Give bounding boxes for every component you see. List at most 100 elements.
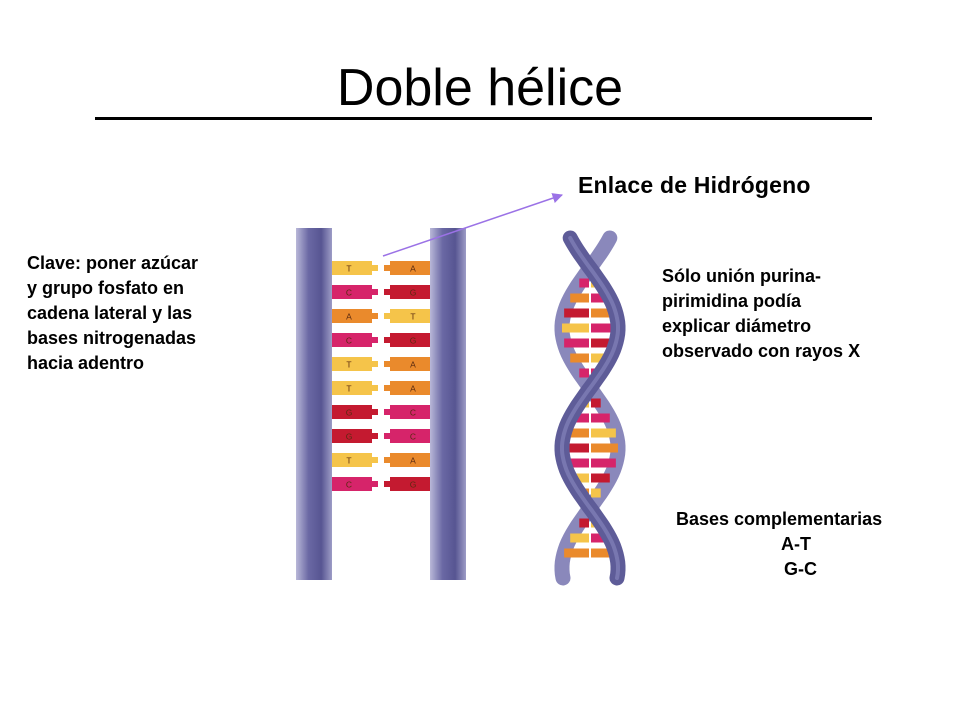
helix-base (570, 293, 589, 303)
slide-title: Doble hélice (336, 59, 624, 117)
complementary-bases: Bases complementarias A-T G-C (676, 507, 960, 582)
base-letter-left: A (346, 312, 352, 322)
base-letter-left: C (346, 480, 352, 490)
helix-base (591, 398, 601, 408)
helix-base (564, 338, 589, 348)
base-left (332, 261, 378, 275)
helix-base (591, 293, 610, 303)
helix-base (564, 428, 589, 438)
base-left (332, 357, 378, 371)
base-right (384, 333, 430, 347)
base-letter-right: C (410, 408, 416, 418)
right-note: Sólo unión purina- pirimidina podía expl… (662, 264, 860, 364)
helix-front-highlight (560, 236, 620, 580)
hydrogen-bond-arrow (382, 193, 563, 257)
base-left (332, 429, 378, 443)
base-letter-right: A (410, 456, 416, 466)
helix-base (564, 548, 589, 558)
base-letter-right: A (410, 360, 416, 370)
left-note-line: hacia adentro (27, 353, 145, 373)
base-left (332, 381, 378, 395)
base-letter-left: C (346, 288, 352, 298)
helix-base (570, 473, 589, 483)
base-left (332, 285, 378, 299)
helix-base (591, 353, 610, 363)
base-letter-right: G (410, 480, 417, 490)
helix-base (591, 443, 618, 453)
pair-gc: G-C (784, 559, 817, 579)
pair-at: A-T (781, 534, 811, 554)
helix-base (591, 323, 618, 333)
ladder-left-backbone (296, 228, 332, 580)
base-right (384, 357, 430, 371)
left-note-line: bases nitrogenadas (27, 328, 197, 348)
base-letter-left: T (346, 360, 351, 370)
right-note-line: observado con rayos X (662, 341, 861, 361)
helix-base (564, 458, 589, 468)
base-letter-right: G (410, 288, 417, 298)
helix-base (564, 308, 589, 318)
helix-base (591, 308, 616, 318)
base-letter-left: T (346, 384, 351, 394)
helix-base (570, 533, 589, 543)
right-note-line: explicar diámetro (662, 316, 812, 336)
base-right (384, 405, 430, 419)
left-note-line: y grupo fosfato en (27, 278, 184, 298)
complementary-heading: Bases complementarias (676, 509, 883, 529)
helix-base (591, 533, 610, 543)
base-right (384, 285, 430, 299)
base-letter-right: C (410, 432, 416, 442)
helix-base (570, 413, 589, 423)
helix-base (579, 368, 589, 378)
base-letter-left: T (346, 456, 351, 466)
title-underline (95, 117, 872, 120)
right-note-line: Sólo unión purina- (662, 266, 821, 286)
base-letter-right: T (410, 312, 415, 322)
base-letter-left: T (346, 264, 351, 274)
base-right (384, 429, 430, 443)
helix-base (562, 443, 589, 453)
helix-base (591, 428, 616, 438)
helix-base (579, 518, 589, 528)
base-right (384, 309, 430, 323)
base-right (384, 261, 430, 275)
base-left (332, 309, 378, 323)
base-left (332, 405, 378, 419)
base-letter-right: G (410, 336, 417, 346)
left-note: Clave: poner azúcar y grupo fosfato en c… (27, 251, 198, 376)
base-letter-right: A (410, 264, 416, 274)
hydrogen-bond-label: Enlace de Hidrógeno (578, 172, 811, 198)
helix-base (591, 548, 616, 558)
base-left (332, 333, 378, 347)
base-letter-left: C (346, 336, 352, 346)
helix-base (570, 353, 589, 363)
ladder-right-backbone (430, 228, 466, 580)
helix-base (591, 338, 616, 348)
helix-base (591, 413, 610, 423)
base-left (332, 477, 378, 491)
left-note-line: cadena lateral y las (27, 303, 193, 323)
base-right (384, 453, 430, 467)
base-right (384, 381, 430, 395)
helix-base (591, 473, 610, 483)
right-note-line: pirimidina podía (662, 291, 802, 311)
base-letter-right: A (410, 384, 416, 394)
helix-illustration (554, 230, 626, 586)
base-left (332, 453, 378, 467)
left-note-line: Clave: poner azúcar (27, 253, 199, 273)
base-letter-left: G (346, 408, 353, 418)
helix-base (562, 323, 589, 333)
base-letter-left: G (346, 432, 353, 442)
